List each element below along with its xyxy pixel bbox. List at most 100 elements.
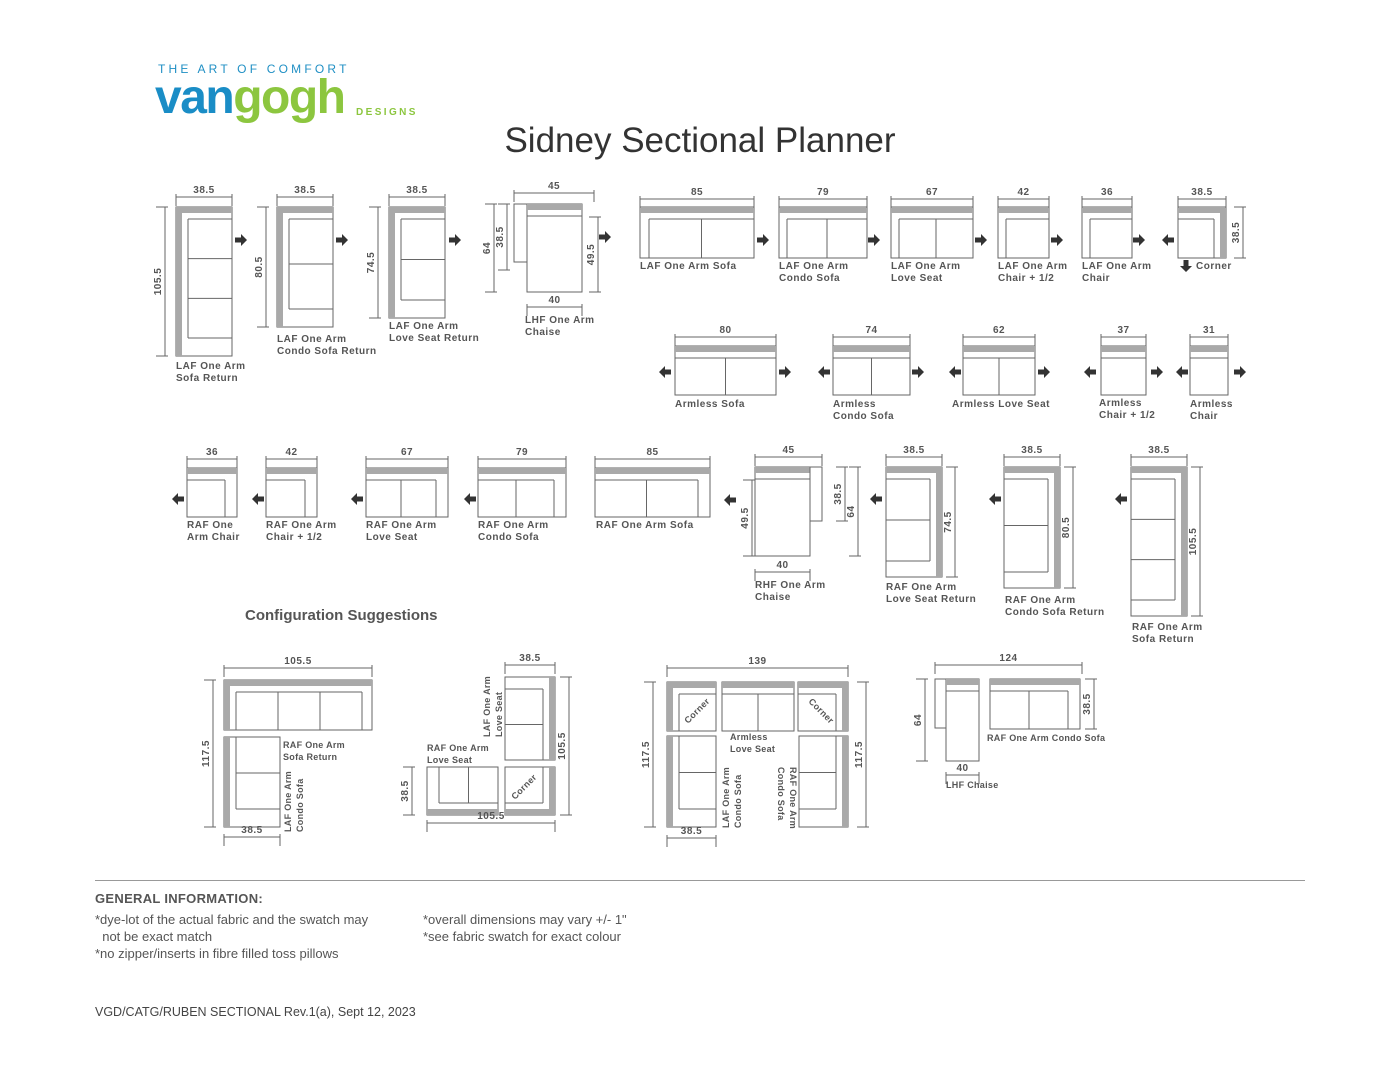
module-outline xyxy=(265,467,318,518)
connection-arrow-icon xyxy=(779,366,791,378)
module-caption: Love Seat Return xyxy=(886,594,976,605)
back-cushion xyxy=(1181,467,1187,616)
dimension-label: 36 xyxy=(206,447,218,458)
module-caption: RAF One Arm xyxy=(886,582,957,593)
back-cushion xyxy=(1131,467,1187,473)
module-caption: Condo Sofa xyxy=(478,532,539,543)
back-cushion xyxy=(722,682,794,688)
module-caption: Condo Sofa xyxy=(295,778,305,832)
module-caption: LAF One Arm xyxy=(1082,261,1152,272)
back-cushion xyxy=(667,682,716,688)
module-outline xyxy=(989,678,1081,730)
dimension-label: 38.5 xyxy=(1082,693,1093,714)
module-caption: Sofa Return xyxy=(1132,634,1194,645)
dimension-label: 117.5 xyxy=(641,741,652,768)
module-caption: Chaise xyxy=(755,592,791,603)
dimension-label: 105.5 xyxy=(477,811,505,822)
dimension-label: 40 xyxy=(776,560,788,571)
connection-arrow-icon xyxy=(1151,366,1163,378)
module-caption: Armless xyxy=(833,399,876,410)
module-caption: Love Seat xyxy=(730,744,775,754)
module-caption: Chaise xyxy=(525,327,561,338)
module-outline xyxy=(1100,345,1147,396)
connection-arrow-icon xyxy=(599,231,611,243)
module-caption: LAF One Arm xyxy=(389,321,459,332)
back-cushion xyxy=(798,682,848,688)
dimension-label: 117.5 xyxy=(854,741,865,768)
module-caption: Chair + 1/2 xyxy=(266,532,322,543)
dimension-label: 79 xyxy=(817,187,829,198)
dimension-label: 42 xyxy=(1017,187,1029,198)
logo-part-gogh: gogh xyxy=(233,71,346,124)
module-caption: Condo Sofa xyxy=(776,767,786,821)
back-cushion xyxy=(1082,207,1132,213)
back-cushion xyxy=(842,682,848,731)
dimension-label: 45 xyxy=(782,445,794,456)
logo-part-van: van xyxy=(155,71,235,124)
module-caption: RAF One Arm xyxy=(478,520,549,531)
dimension-label: 38.5 xyxy=(406,185,427,196)
back-cushion xyxy=(936,467,942,577)
back-cushion xyxy=(176,207,182,356)
back-cushion xyxy=(277,207,333,213)
module-caption: Condo Sofa Return xyxy=(1005,607,1105,618)
module-outline xyxy=(666,735,717,828)
dimension-label: 85 xyxy=(646,447,658,458)
connection-arrow-icon xyxy=(757,234,769,246)
dimension-label: 105.5 xyxy=(284,656,312,667)
divider xyxy=(95,880,1305,881)
back-cushion xyxy=(1178,207,1226,213)
dimension-label: 105.5 xyxy=(1188,528,1199,556)
module-caption: Chair + 1/2 xyxy=(998,273,1054,284)
dimension-label: 80 xyxy=(719,325,731,336)
dimension-label: 105.5 xyxy=(153,268,164,296)
configuration-heading: Configuration Suggestions xyxy=(245,607,438,624)
module-caption: Armless Love Seat xyxy=(952,399,1050,410)
logo-suffix: DESIGNS xyxy=(356,107,418,118)
dimension-label: 38.5 xyxy=(833,483,844,504)
back-cushion xyxy=(187,468,237,474)
dimension-label: 45 xyxy=(548,181,560,192)
back-cushion xyxy=(366,468,448,474)
module-caption: Love Seat Return xyxy=(389,333,479,344)
note: *overall dimensions may vary +/- 1" xyxy=(423,912,627,927)
back-cushion xyxy=(1004,467,1060,473)
back-cushion xyxy=(886,467,942,473)
dimension-label: 74.5 xyxy=(366,252,377,273)
back-cushion xyxy=(640,207,754,213)
dimension-label: 67 xyxy=(926,187,938,198)
back-cushion xyxy=(833,346,910,352)
module-caption: Sofa Return xyxy=(176,373,238,384)
module-caption: LHF Chaise xyxy=(946,780,999,790)
dimension-label: 139 xyxy=(748,656,766,667)
connection-arrow-icon xyxy=(975,234,987,246)
back-cushion xyxy=(527,204,582,210)
connection-arrow-icon xyxy=(1180,260,1192,272)
module-outline xyxy=(666,681,717,732)
dimension-label: 80.5 xyxy=(254,256,265,277)
back-cushion xyxy=(478,468,566,474)
module-caption: LAF One Arm xyxy=(891,261,961,272)
module-outline xyxy=(1130,466,1188,617)
dimension-label: 38.5 xyxy=(1191,187,1212,198)
module-outline xyxy=(223,679,373,731)
back-cushion xyxy=(389,207,445,213)
dimension-label: 38.5 xyxy=(1231,222,1242,243)
dimension-label: 38.5 xyxy=(1148,445,1169,456)
back-cushion xyxy=(755,467,810,473)
module-caption: RHF One Arm xyxy=(755,580,826,591)
dimension-label: 42 xyxy=(285,447,297,458)
module-outline xyxy=(754,466,811,557)
dimension-label: 38.5 xyxy=(519,653,540,664)
back-cushion xyxy=(224,737,230,827)
back-cushion xyxy=(667,736,673,827)
module-outline xyxy=(223,736,281,828)
back-cushion xyxy=(675,346,776,352)
module-outline xyxy=(797,681,849,732)
module-outline xyxy=(934,678,947,729)
module-outline xyxy=(1177,206,1227,259)
connection-arrow-icon xyxy=(1084,366,1096,378)
module-caption: LAF One Arm xyxy=(779,261,849,272)
back-cushion xyxy=(224,680,230,730)
